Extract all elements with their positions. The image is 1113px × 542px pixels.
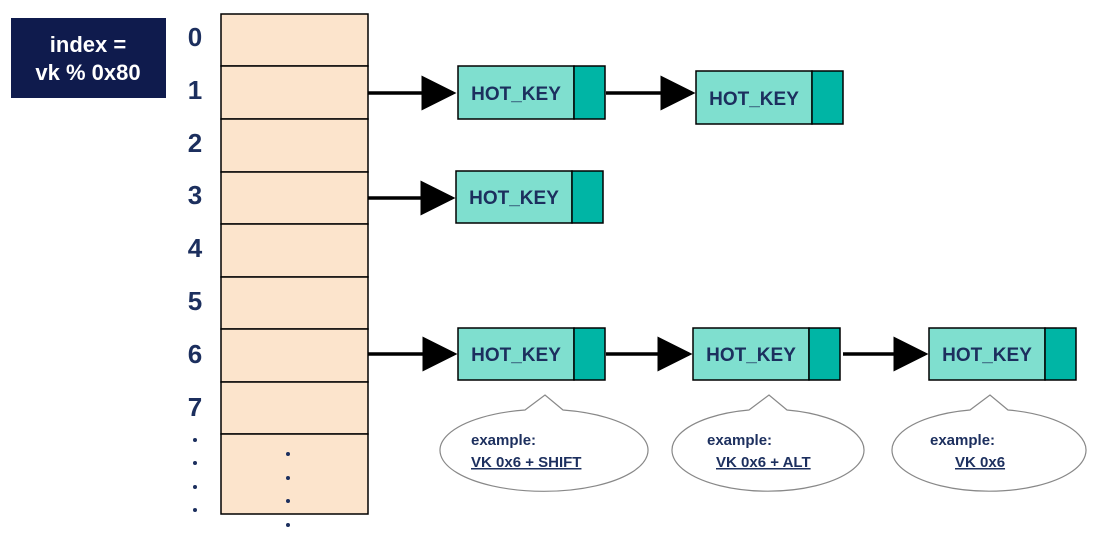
- callout-bubble: example: VK 0x6: [891, 394, 1087, 492]
- index-labels: 0 1 2 3 4 5 6 7: [188, 22, 203, 422]
- hotkey-node: HOT_KEY: [692, 327, 841, 381]
- node-label: HOT_KEY: [706, 345, 796, 366]
- node-pointer: [571, 170, 604, 224]
- hotkey-node: HOT_KEY: [457, 327, 606, 381]
- cell-dots: [286, 452, 290, 527]
- callout-bubble: example: VK 0x6 + SHIFT: [439, 394, 649, 492]
- table-cell: [220, 276, 369, 330]
- table-cell: [220, 118, 369, 173]
- hotkey-node: HOT_KEY: [455, 170, 604, 224]
- callout-title: example:: [930, 432, 995, 449]
- index-label: 0: [188, 22, 202, 52]
- hotkey-node: HOT_KEY: [695, 70, 844, 125]
- callout-value: VK 0x6: [955, 454, 1005, 471]
- node-pointer: [811, 70, 844, 125]
- callout-value: VK 0x6 + SHIFT: [471, 454, 581, 471]
- callout-title: example:: [707, 432, 772, 449]
- node-pointer: [573, 65, 606, 120]
- index-label: 2: [188, 128, 202, 158]
- index-label: 3: [188, 180, 202, 210]
- node-label: HOT_KEY: [469, 188, 559, 209]
- node-pointer: [1044, 327, 1077, 381]
- node-pointer: [573, 327, 606, 381]
- table-cell: [220, 223, 369, 278]
- table-cell: [220, 328, 369, 383]
- table-cell: [220, 13, 369, 67]
- node-pointer: [808, 327, 841, 381]
- hash-table: [220, 13, 369, 515]
- callout-bubble: example: VK 0x6 + ALT: [671, 394, 865, 492]
- formula-line-1: index =: [50, 32, 126, 57]
- table-cell-continuation: [220, 433, 369, 515]
- callout-value: VK 0x6 + ALT: [716, 454, 811, 471]
- hotkey-node: HOT_KEY: [928, 327, 1077, 381]
- formula-background: [11, 18, 166, 98]
- index-dots: [193, 438, 197, 512]
- index-label: 6: [188, 339, 202, 369]
- node-label: HOT_KEY: [942, 345, 1032, 366]
- node-label: HOT_KEY: [471, 84, 561, 105]
- node-label: HOT_KEY: [471, 345, 561, 366]
- hotkey-node: HOT_KEY: [457, 65, 606, 120]
- index-label: 7: [188, 392, 202, 422]
- index-label: 4: [188, 233, 203, 263]
- index-label: 1: [188, 75, 202, 105]
- arrows: [368, 75, 929, 372]
- table-cell: [220, 171, 369, 225]
- table-cell: [220, 65, 369, 120]
- formula-box: index = vk % 0x80: [11, 18, 166, 98]
- formula-line-2: vk % 0x80: [35, 60, 140, 85]
- node-label: HOT_KEY: [709, 89, 799, 110]
- table-cell: [220, 381, 369, 435]
- callout-title: example:: [471, 432, 536, 449]
- index-label: 5: [188, 286, 202, 316]
